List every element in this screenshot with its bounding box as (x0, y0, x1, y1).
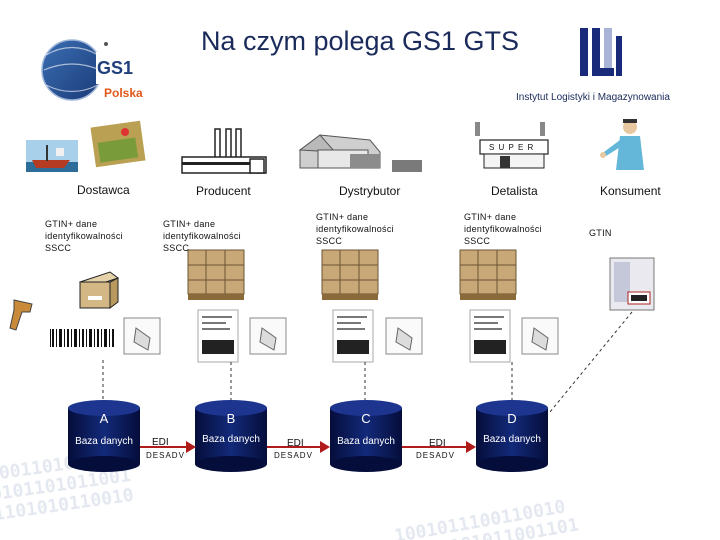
database-cylinder-d (476, 400, 548, 472)
pallet-icon-2 (321, 249, 379, 300)
warehouse-icon (298, 134, 422, 172)
gs1-country-label: Polska (104, 86, 143, 100)
supermarket-icon (475, 122, 549, 169)
database-cylinder-a (68, 400, 140, 472)
database-cylinder-b (195, 400, 267, 472)
scanner-card-icon-4 (521, 317, 559, 355)
actor-label-distributor: Dystrybutor (339, 184, 401, 198)
pallet-icon-1 (187, 249, 245, 300)
actor-info-retailer: GTIN+ dane identyfikowalności SSCC (464, 212, 542, 246)
scanner-card-icon-2 (249, 317, 287, 355)
actor-info-distributor: GTIN+ dane identyfikowalności SSCC (316, 212, 394, 246)
scanner-card-icon-3 (385, 317, 423, 355)
database-letter-a: A (99, 411, 109, 426)
actor-info-supplier: GTIN+ dane identyfikowalności SSCC (45, 219, 123, 253)
actor-label-retailer: Detalista (491, 184, 538, 198)
barcode-scanner-icon (9, 299, 33, 331)
database-label-b: Baza danych (202, 434, 260, 445)
flow-message-ab: DESADV (146, 451, 185, 460)
store-sign: S U P E R (489, 143, 535, 152)
gs1-logo-icon (41, 39, 126, 101)
actor-label-supplier: Dostawca (77, 183, 130, 197)
cardboard-box-icon (78, 271, 120, 309)
factory-icon (181, 128, 267, 174)
database-label-d: Baza danych (483, 434, 541, 445)
ilim-name-label: Instytut Logistyki i Magazynowania (516, 92, 670, 103)
actor-info-consumer: GTIN (589, 228, 612, 238)
flow-label-ab: EDI (152, 437, 169, 448)
database-letter-d: D (507, 411, 517, 426)
binary-watermark-right: 1001011100110010 0110101011001101 (393, 496, 581, 540)
edi-arrow-cd (402, 441, 476, 453)
flow-label-bc: EDI (287, 438, 304, 449)
database-label-c: Baza danych (337, 436, 395, 447)
scanner-card-icon-1 (123, 317, 161, 355)
edi-arrow-ab (140, 441, 196, 453)
supplier-fishing-boat-icon (26, 140, 78, 172)
database-label-a: Baza danych (75, 436, 133, 447)
database-cylinder-c (330, 400, 402, 472)
barcode-left-icon (48, 328, 118, 350)
page-title: Na czym polega GS1 GTS (200, 26, 520, 56)
actor-label-producer: Producent (196, 184, 251, 198)
pallet-icon-3 (459, 249, 517, 300)
sscc-label-icon-3 (469, 309, 511, 363)
flow-message-bc: DESADV (274, 451, 313, 460)
consumer-product-icon (609, 257, 655, 311)
database-letter-c: C (361, 411, 371, 426)
sscc-label-icon-1 (197, 309, 239, 363)
consumer-person-icon (600, 119, 644, 170)
sscc-label-icon-2 (332, 309, 374, 363)
edi-arrow-bc (267, 441, 330, 453)
database-letter-b: B (226, 411, 236, 426)
actor-label-consumer: Konsument (600, 184, 661, 198)
flow-message-cd: DESADV (416, 451, 455, 460)
gs1-logo-text: GS1 (97, 58, 134, 78)
actor-info-producer: GTIN+ dane identyfikowalności SSCC (163, 219, 241, 253)
ilim-logo-icon (580, 28, 622, 76)
flow-label-cd: EDI (429, 438, 446, 449)
supplier-farm-field-icon (90, 120, 146, 168)
